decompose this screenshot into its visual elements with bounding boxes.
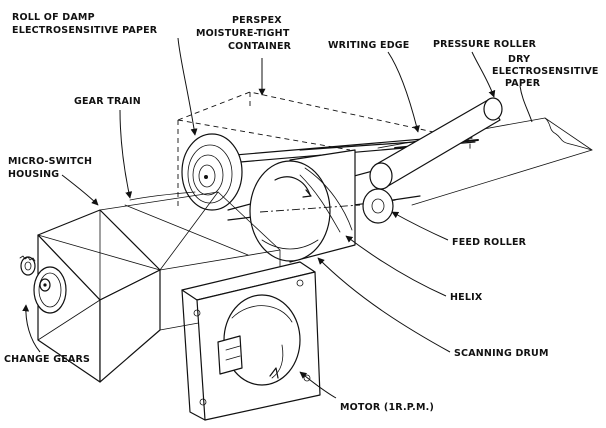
- label-helix: HELIX: [450, 292, 483, 303]
- label-perspex-line2: MOISTURE-TIGHT: [196, 28, 290, 39]
- scanning-drum: [249, 149, 361, 263]
- label-feed-roller: FEED ROLLER: [452, 237, 527, 248]
- labels: ROLL OF DAMP ELECTROSENSITIVE PAPER PERS…: [4, 12, 599, 413]
- label-roll-line1: ROLL OF DAMP: [12, 12, 95, 23]
- change-gears: [19, 255, 67, 314]
- label-perspex-line3: CONTAINER: [228, 41, 292, 52]
- label-change-gears: CHANGE GEARS: [4, 354, 90, 365]
- label-micro-line1: MICRO-SWITCH: [8, 156, 92, 167]
- feed-roller: [362, 188, 421, 224]
- label-motor: MOTOR (1R.P.M.): [340, 402, 434, 413]
- motor-assembly: [181, 261, 321, 421]
- label-dry-line2: ELECTROSENSITIVE: [492, 66, 599, 77]
- label-micro-line2: HOUSING: [8, 169, 59, 180]
- label-dry-line1: DRY: [508, 54, 530, 65]
- label-roll-line2: ELECTROSENSITIVE PAPER: [12, 25, 158, 36]
- damp-paper-roll: [181, 133, 243, 211]
- leader-lines: [22, 37, 533, 399]
- label-pressure-roller: PRESSURE ROLLER: [433, 39, 537, 50]
- label-gear-train: GEAR TRAIN: [74, 96, 141, 107]
- label-perspex-line1: PERSPEX: [232, 15, 282, 26]
- perspex-container: [177, 91, 471, 210]
- helix: [299, 167, 353, 233]
- label-writing-edge: WRITING EDGE: [328, 40, 409, 51]
- label-dry-line3: PAPER: [505, 78, 541, 89]
- label-scanning-drum: SCANNING DRUM: [454, 348, 549, 359]
